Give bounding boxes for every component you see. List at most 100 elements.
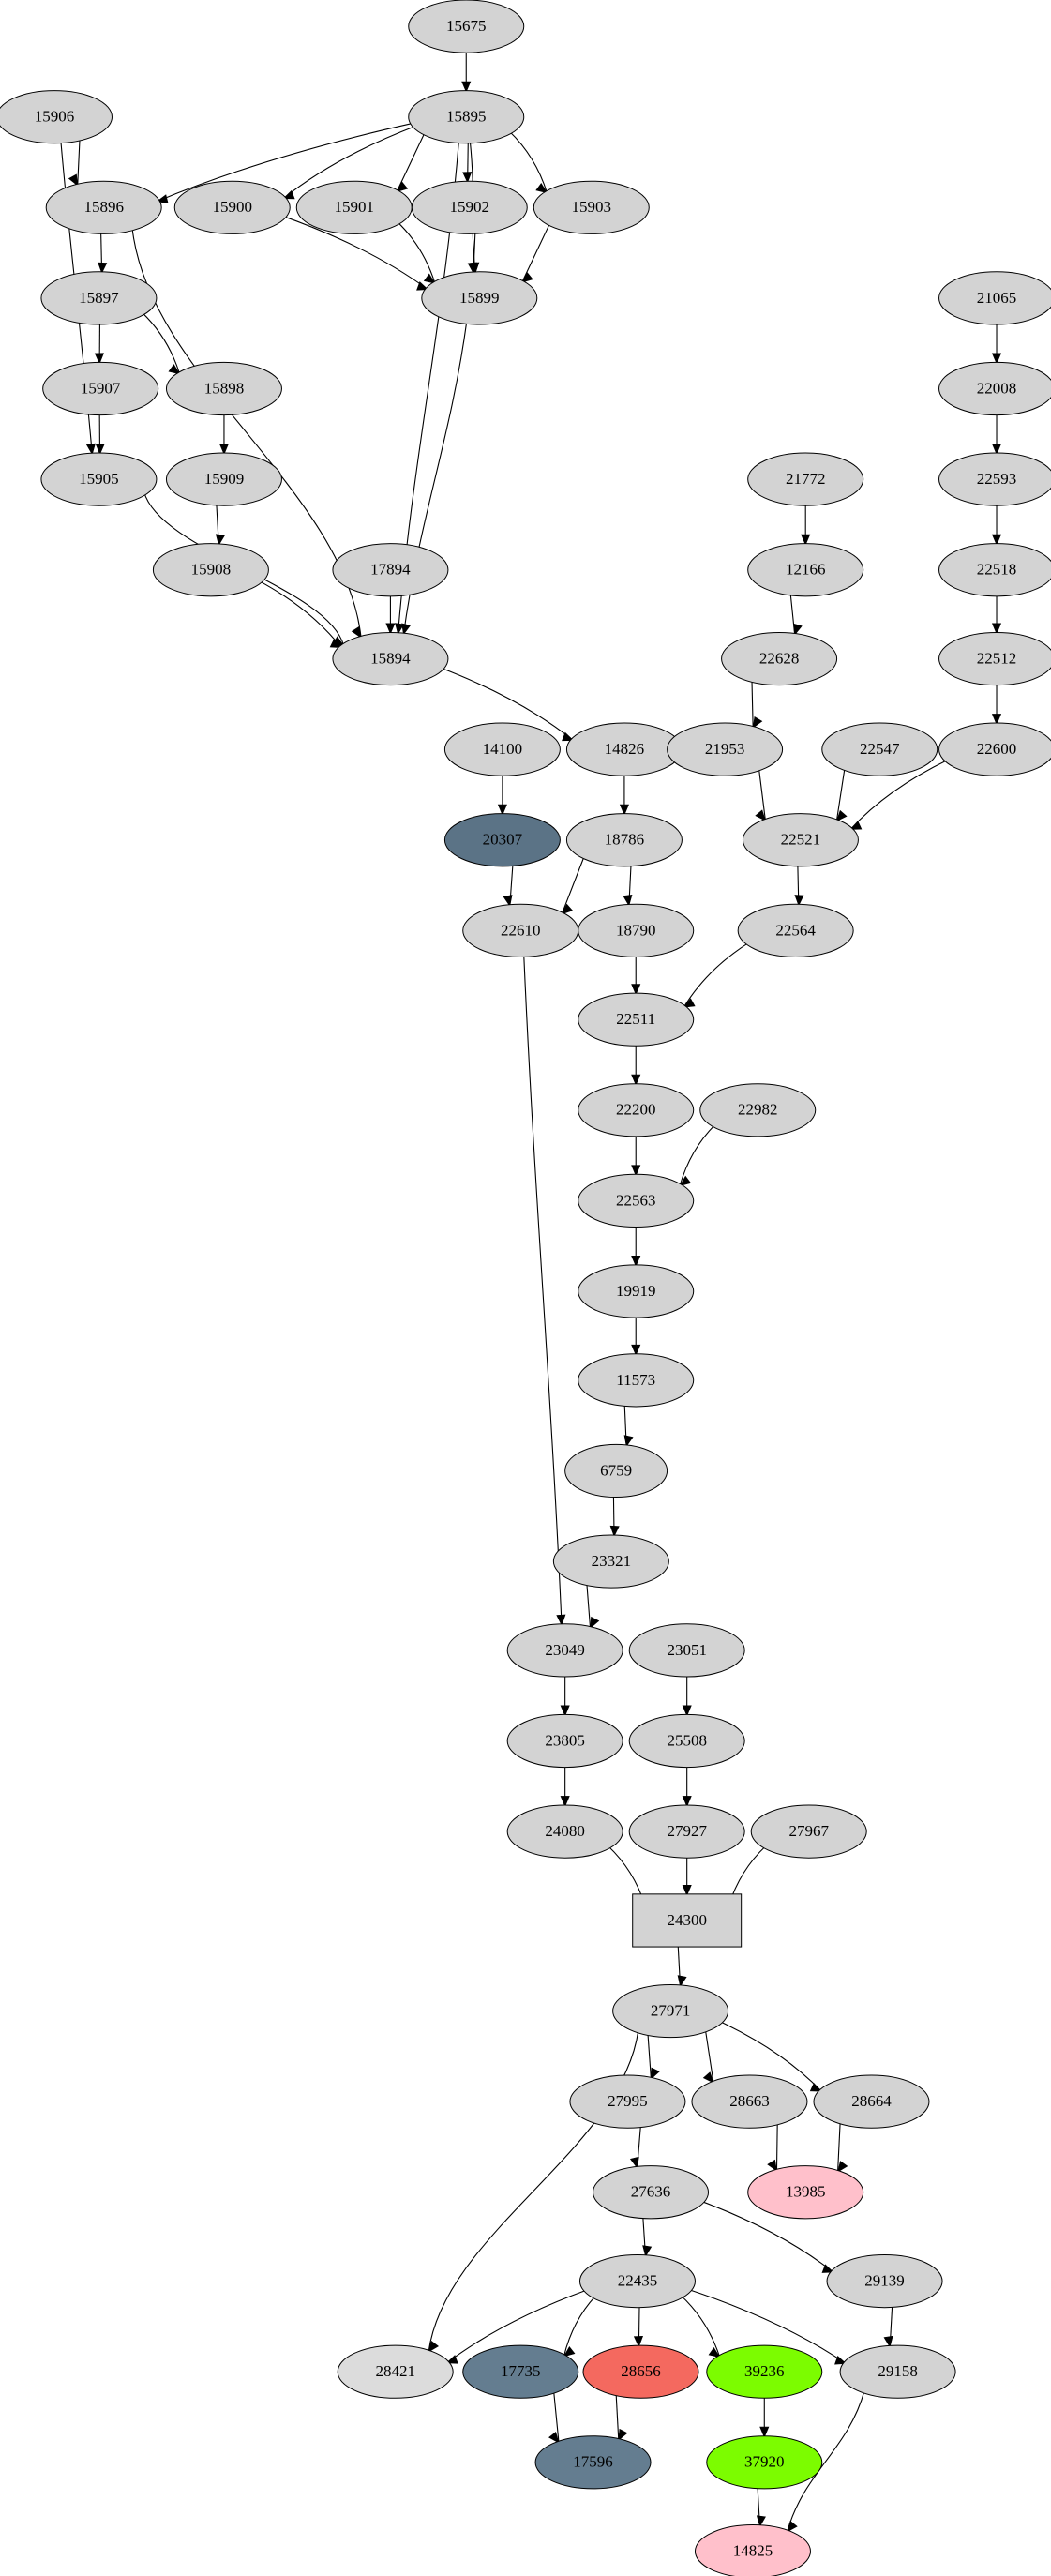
graph-node[interactable]: 22200 — [578, 1083, 695, 1137]
node-ellipse[interactable] — [552, 1534, 669, 1589]
graph-node[interactable]: 28421 — [337, 2344, 454, 2399]
graph-node[interactable]: 27927 — [628, 1804, 745, 1859]
node-ellipse[interactable] — [628, 1804, 745, 1859]
graph-node[interactable]: 22547 — [821, 722, 938, 776]
node-ellipse[interactable] — [569, 2074, 686, 2129]
node-ellipse[interactable] — [694, 2524, 811, 2576]
node-ellipse[interactable] — [165, 452, 282, 506]
node-ellipse[interactable] — [750, 1804, 867, 1859]
graph-node[interactable]: 24300 — [632, 1893, 743, 1948]
graph-node[interactable]: 22628 — [721, 631, 838, 686]
node-ellipse[interactable] — [938, 722, 1051, 776]
node-ellipse[interactable] — [443, 813, 561, 867]
graph-node[interactable]: 13985 — [747, 2165, 864, 2220]
node-ellipse[interactable] — [667, 722, 784, 776]
node-ellipse[interactable] — [462, 903, 579, 957]
graph-node[interactable]: 23805 — [506, 1713, 623, 1769]
node-ellipse[interactable] — [40, 271, 158, 325]
node-ellipse[interactable] — [462, 2344, 579, 2399]
node-ellipse[interactable] — [582, 2344, 699, 2399]
node-ellipse[interactable] — [565, 722, 683, 776]
node-ellipse[interactable] — [443, 722, 561, 776]
node-ellipse[interactable] — [721, 631, 838, 686]
graph-node[interactable]: 18790 — [578, 903, 695, 957]
node-ellipse[interactable] — [813, 2074, 930, 2129]
graph-node[interactable]: 29139 — [826, 2254, 943, 2309]
node-ellipse[interactable] — [691, 2074, 808, 2129]
node-ellipse[interactable] — [938, 452, 1051, 506]
node-ellipse[interactable] — [747, 2165, 864, 2220]
graph-node[interactable]: 24080 — [506, 1804, 623, 1859]
node-ellipse[interactable] — [826, 2254, 943, 2309]
node-ellipse[interactable] — [737, 903, 854, 957]
graph-node[interactable]: 15903 — [533, 180, 650, 234]
graph-node[interactable]: 17894 — [332, 543, 449, 597]
node-ellipse[interactable] — [706, 2344, 823, 2399]
graph-node[interactable]: 27967 — [750, 1804, 867, 1859]
node-ellipse[interactable] — [152, 543, 269, 597]
node-ellipse[interactable] — [332, 631, 449, 686]
node-ellipse[interactable] — [534, 2435, 652, 2490]
graph-node[interactable]: 22435 — [578, 2254, 696, 2309]
graph-node[interactable]: 22563 — [578, 1173, 695, 1228]
graph-node[interactable]: 14826 — [565, 722, 683, 776]
graph-node[interactable]: 15894 — [332, 631, 449, 686]
node-ellipse[interactable] — [839, 2344, 956, 2399]
node-ellipse[interactable] — [593, 2165, 710, 2220]
node-ellipse[interactable] — [578, 1173, 695, 1228]
graph-node[interactable]: 14100 — [443, 722, 561, 776]
node-ellipse[interactable] — [578, 992, 695, 1047]
node-ellipse[interactable] — [578, 2254, 696, 2309]
graph-node[interactable]: 15901 — [295, 180, 413, 234]
node-ellipse[interactable] — [565, 813, 683, 867]
node-ellipse[interactable] — [411, 180, 528, 234]
graph-node[interactable]: 15900 — [173, 180, 291, 234]
node-ellipse[interactable] — [40, 452, 158, 506]
graph-node[interactable]: 15902 — [411, 180, 528, 234]
graph-node[interactable]: 15899 — [421, 271, 538, 325]
graph-node[interactable]: 23049 — [506, 1623, 623, 1678]
graph-node[interactable]: 21772 — [747, 452, 864, 506]
graph-node[interactable]: 27971 — [612, 1983, 729, 2039]
graph-node[interactable]: 6759 — [564, 1443, 668, 1499]
node-ellipse[interactable] — [506, 1804, 623, 1859]
node-ellipse[interactable] — [578, 1264, 695, 1318]
node-ellipse[interactable] — [747, 452, 864, 506]
graph-node[interactable]: 17735 — [462, 2344, 579, 2399]
graph-node[interactable]: 19919 — [578, 1264, 695, 1318]
graph-node[interactable]: 22982 — [699, 1083, 817, 1137]
node-ellipse[interactable] — [421, 271, 538, 325]
graph-node[interactable]: 28664 — [813, 2074, 930, 2129]
graph-node[interactable]: 14825 — [694, 2524, 811, 2576]
graph-node[interactable]: 17596 — [534, 2435, 652, 2490]
node-ellipse[interactable] — [706, 2435, 823, 2490]
node-ellipse[interactable] — [938, 631, 1051, 686]
graph-node[interactable]: 21953 — [667, 722, 784, 776]
graph-node[interactable]: 22512 — [938, 631, 1051, 686]
node-ellipse[interactable] — [408, 0, 525, 53]
node-ellipse[interactable] — [578, 903, 695, 957]
node-ellipse[interactable] — [578, 1353, 695, 1408]
node-ellipse[interactable] — [938, 271, 1051, 325]
graph-node[interactable]: 15675 — [408, 0, 525, 53]
graph-node[interactable]: 21065 — [938, 271, 1051, 325]
graph-node[interactable]: 22518 — [938, 543, 1051, 597]
node-ellipse[interactable] — [747, 543, 864, 597]
node-ellipse[interactable] — [938, 361, 1051, 416]
graph-node[interactable]: 22564 — [737, 903, 854, 957]
graph-node[interactable]: 15905 — [40, 452, 158, 506]
node-ellipse[interactable] — [332, 543, 449, 597]
graph-node[interactable]: 15906 — [0, 90, 113, 144]
graph-node[interactable]: 20307 — [443, 813, 561, 867]
node-ellipse[interactable] — [564, 1443, 668, 1499]
graph-node[interactable]: 23321 — [552, 1534, 669, 1589]
graph-node[interactable]: 22511 — [578, 992, 695, 1047]
graph-node[interactable]: 18786 — [565, 813, 683, 867]
graph-node[interactable]: 23051 — [628, 1623, 745, 1678]
node-ellipse[interactable] — [699, 1083, 817, 1137]
graph-node[interactable]: 15908 — [152, 543, 269, 597]
graph-node[interactable]: 28656 — [582, 2344, 699, 2399]
graph-node[interactable]: 22610 — [462, 903, 579, 957]
node-ellipse[interactable] — [821, 722, 938, 776]
graph-node[interactable]: 37920 — [706, 2435, 823, 2490]
